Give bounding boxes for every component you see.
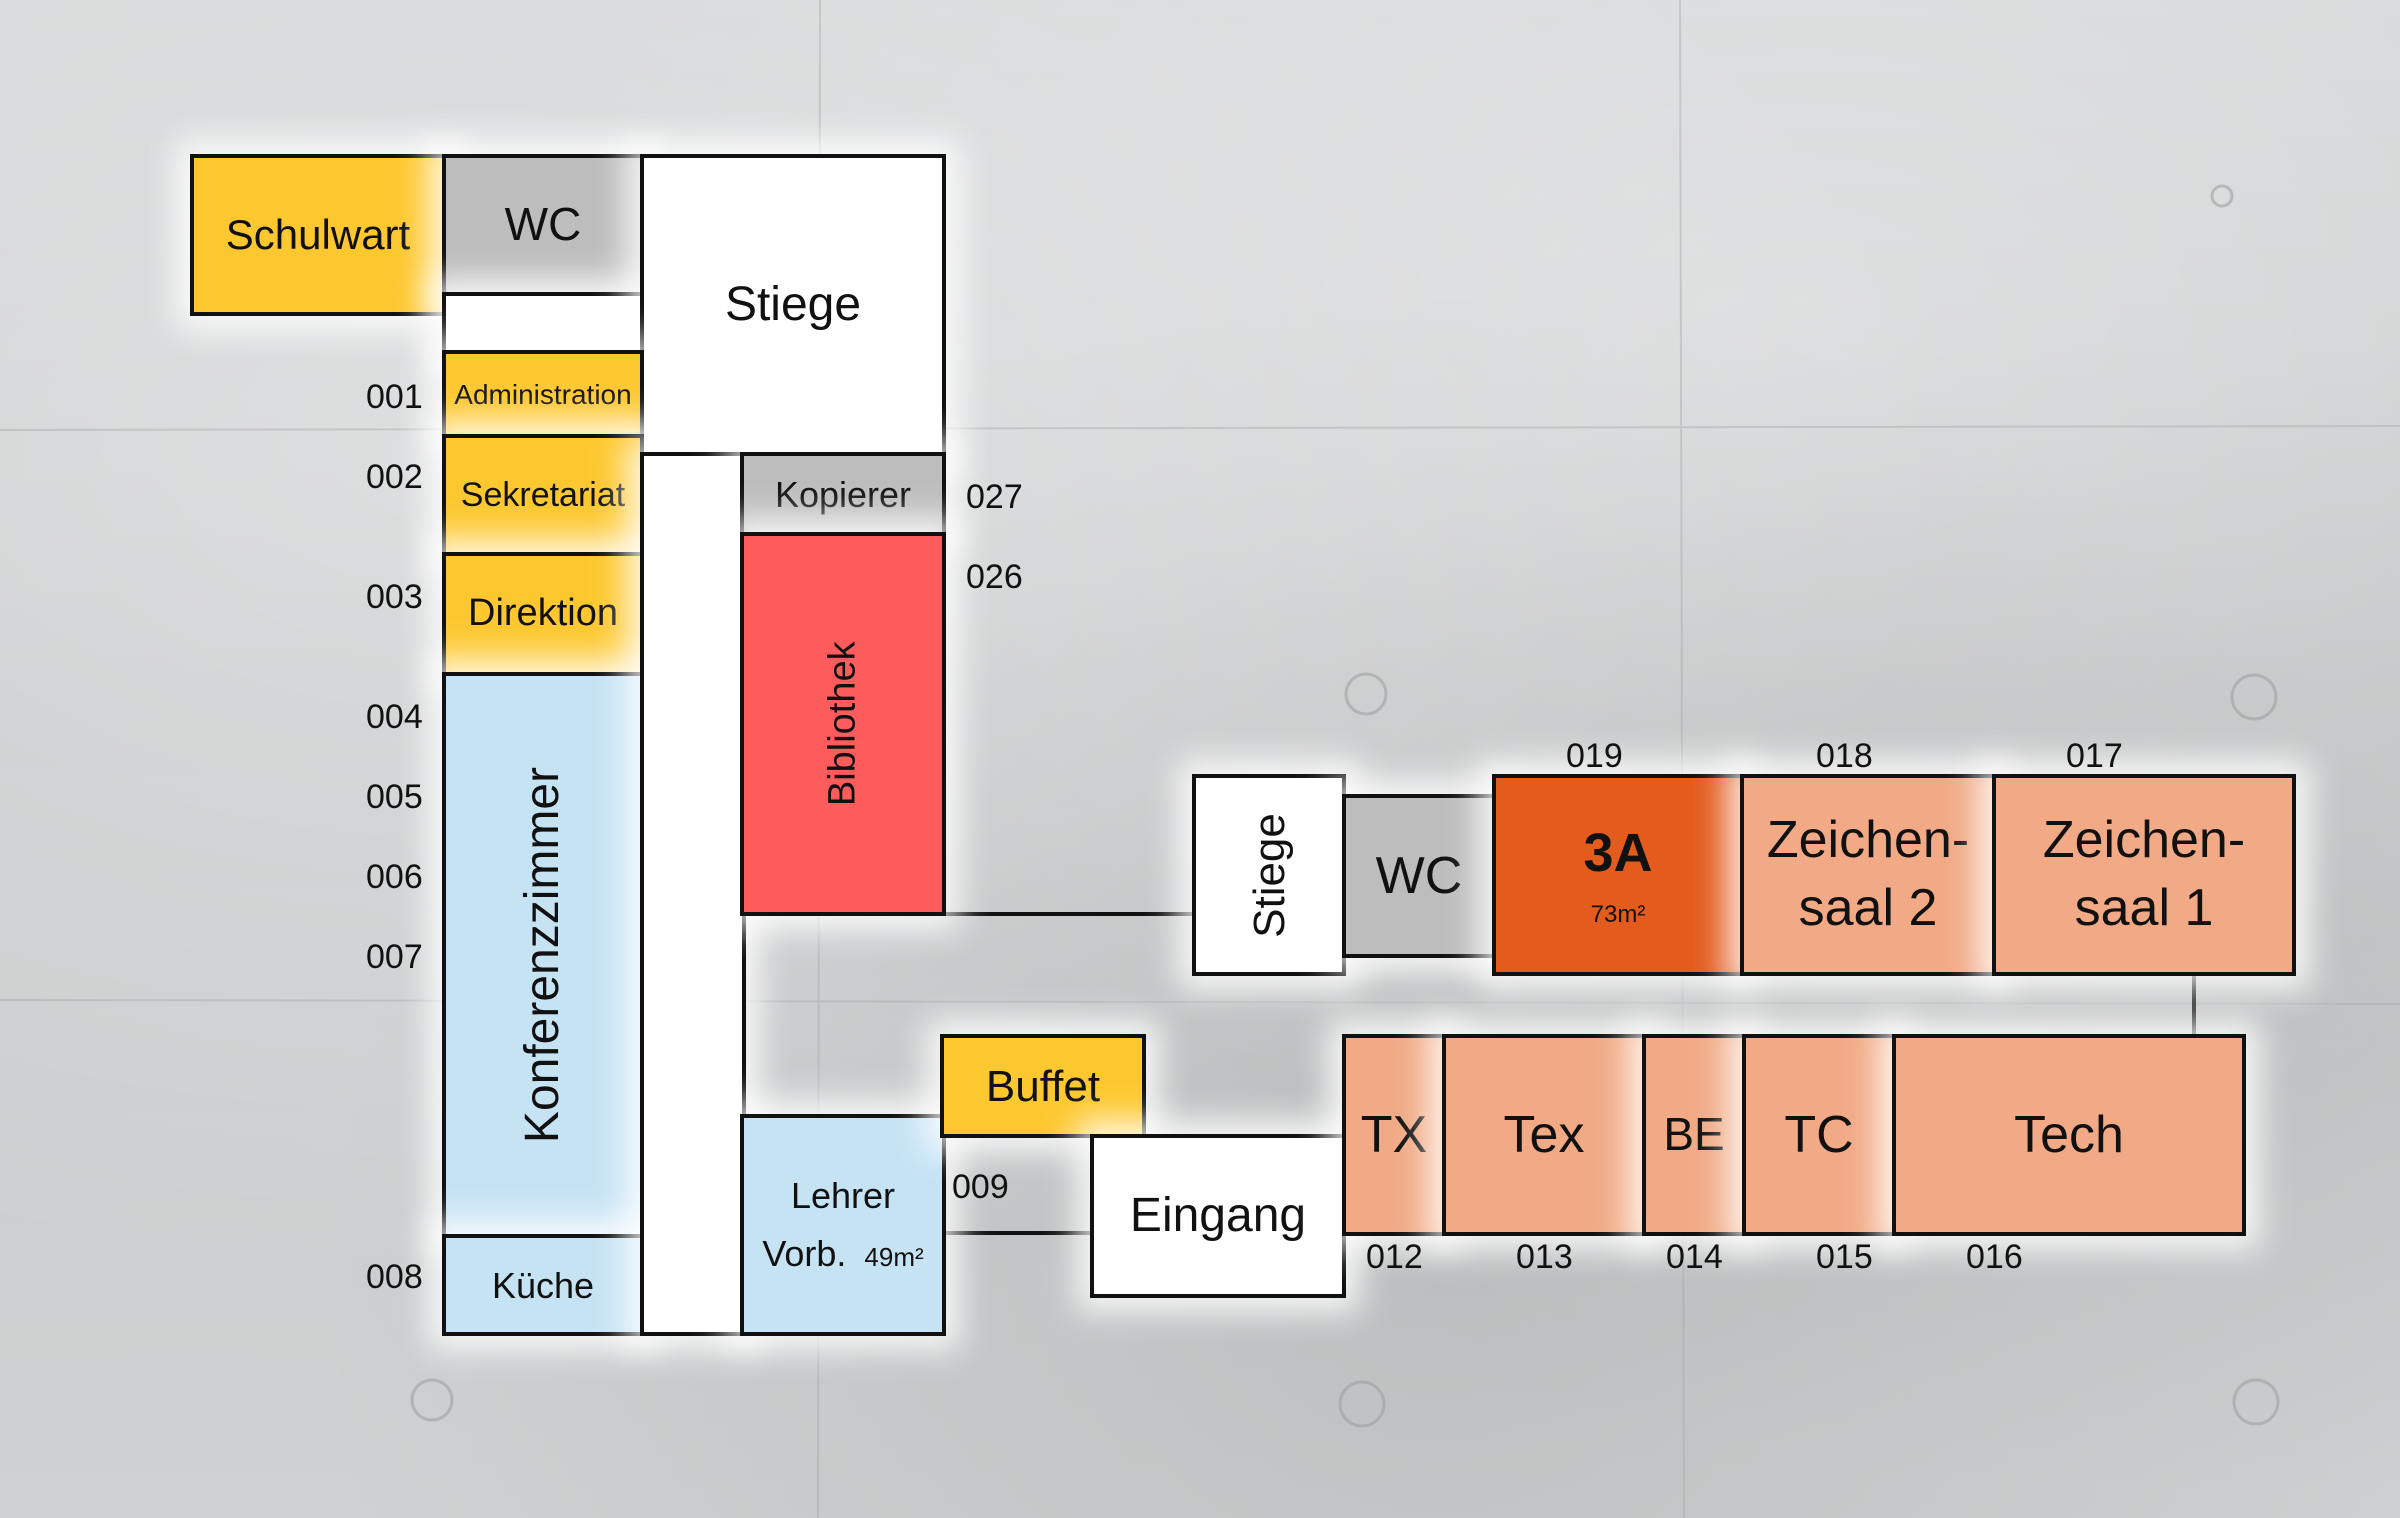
room-kopierer-label: Kopierer bbox=[774, 473, 912, 515]
room-wc-mid-label: WC bbox=[1375, 846, 1463, 905]
room-number-001: 001 bbox=[366, 378, 423, 416]
room-wc-top[interactable]: WC bbox=[442, 154, 644, 296]
room-bibliothek-label: Bibliothek bbox=[821, 641, 864, 807]
room-schulwart[interactable]: Schulwart bbox=[190, 154, 446, 316]
room-tech[interactable]: Tech bbox=[1892, 1034, 2246, 1236]
corridor-left-wing[interactable] bbox=[640, 452, 746, 1336]
room-lehrer-vorb[interactable]: Lehrer Vorb. 49m² bbox=[740, 1114, 946, 1336]
room-tx[interactable]: TX bbox=[1342, 1034, 1446, 1236]
room-tc[interactable]: TC bbox=[1742, 1034, 1896, 1236]
room-stiege-mid-label: Stiege bbox=[1244, 812, 1294, 938]
room-number-018: 018 bbox=[1816, 737, 1873, 775]
room-administration-label: Administration bbox=[454, 378, 632, 410]
room-stiege-mid[interactable]: Stiege bbox=[1192, 774, 1346, 976]
room-eingang[interactable]: Eingang bbox=[1090, 1134, 1346, 1298]
room-konferenzzimmer-label: Konferenzzimmer bbox=[516, 766, 569, 1144]
room-number-002: 002 bbox=[366, 458, 423, 496]
room-3a[interactable]: 3A 73m² bbox=[1492, 774, 1744, 976]
room-3a-area: 73m² bbox=[1590, 900, 1646, 928]
room-number-027: 027 bbox=[966, 478, 1023, 516]
room-wc-mid[interactable]: WC bbox=[1342, 794, 1496, 958]
room-number-006: 006 bbox=[366, 858, 423, 896]
room-buffet-label: Buffet bbox=[985, 1061, 1101, 1111]
room-lehrer-vorb-line2: Vorb. 49m² bbox=[762, 1225, 923, 1283]
room-stiege-top[interactable]: Stiege bbox=[640, 154, 946, 456]
room-konferenzzimmer[interactable]: Konferenzzimmer bbox=[442, 672, 644, 1238]
room-number-016: 016 bbox=[1966, 1238, 2023, 1276]
room-wc-vestibule[interactable] bbox=[442, 292, 644, 354]
room-number-015: 015 bbox=[1816, 1238, 1873, 1276]
room-zeichensaal-1[interactable]: Zeichen- saal 1 bbox=[1992, 774, 2296, 976]
room-kueche[interactable]: Küche bbox=[442, 1234, 644, 1336]
room-number-009: 009 bbox=[952, 1168, 1009, 1206]
room-number-012: 012 bbox=[1366, 1238, 1423, 1276]
room-kopierer[interactable]: Kopierer bbox=[740, 452, 946, 536]
room-lehrer-vorb-area: 49m² bbox=[864, 1242, 924, 1272]
room-be[interactable]: BE bbox=[1642, 1034, 1746, 1236]
room-number-008: 008 bbox=[366, 1258, 423, 1296]
room-buffet[interactable]: Buffet bbox=[940, 1034, 1146, 1138]
room-direktion-label: Direktion bbox=[468, 592, 618, 635]
room-number-013: 013 bbox=[1516, 1238, 1573, 1276]
room-tex-label: Tex bbox=[1503, 1105, 1585, 1164]
corridor-line-009-bottom bbox=[940, 1231, 1094, 1235]
room-tc-label: TC bbox=[1784, 1105, 1854, 1164]
room-number-017: 017 bbox=[2066, 737, 2123, 775]
room-eingang-label: Eingang bbox=[1129, 1189, 1307, 1242]
room-zeichensaal-2[interactable]: Zeichen- saal 2 bbox=[1740, 774, 1996, 976]
room-bibliothek[interactable]: Bibliothek bbox=[740, 532, 946, 916]
room-lehrer-vorb-name: Vorb. bbox=[762, 1233, 847, 1274]
room-zeichensaal-2-line1: Zeichen- bbox=[1766, 811, 1970, 870]
corridor-line-library-to-stiege bbox=[740, 912, 1196, 916]
room-sekretariat-label: Sekretariat bbox=[460, 475, 626, 514]
room-kueche-label: Küche bbox=[491, 1264, 595, 1306]
corridor-line-to-tech bbox=[2192, 972, 2196, 1036]
room-number-026: 026 bbox=[966, 558, 1023, 596]
room-number-005: 005 bbox=[366, 778, 423, 816]
room-tx-label: TX bbox=[1360, 1105, 1428, 1164]
room-number-004: 004 bbox=[366, 698, 423, 736]
room-number-003: 003 bbox=[366, 578, 423, 616]
room-tex[interactable]: Tex bbox=[1442, 1034, 1646, 1236]
room-number-019: 019 bbox=[1566, 737, 1623, 775]
room-number-014: 014 bbox=[1666, 1238, 1723, 1276]
room-zeichensaal-2-line2: saal 2 bbox=[1798, 879, 1938, 937]
room-schulwart-label: Schulwart bbox=[225, 210, 411, 258]
room-tech-label: Tech bbox=[2014, 1105, 2124, 1164]
room-be-label: BE bbox=[1663, 1108, 1725, 1161]
room-stiege-top-label: Stiege bbox=[724, 278, 862, 331]
room-sekretariat[interactable]: Sekretariat bbox=[442, 434, 644, 556]
room-wc-top-label: WC bbox=[504, 198, 582, 251]
room-direktion[interactable]: Direktion bbox=[442, 552, 644, 676]
room-number-007: 007 bbox=[366, 938, 423, 976]
room-lehrer-vorb-line1: Lehrer bbox=[790, 1175, 896, 1217]
room-zeichensaal-1-line1: Zeichen- bbox=[2042, 811, 2246, 870]
room-administration[interactable]: Administration bbox=[442, 350, 644, 438]
room-zeichensaal-1-line2: saal 1 bbox=[2074, 879, 2214, 937]
room-3a-label: 3A bbox=[1583, 823, 1653, 884]
